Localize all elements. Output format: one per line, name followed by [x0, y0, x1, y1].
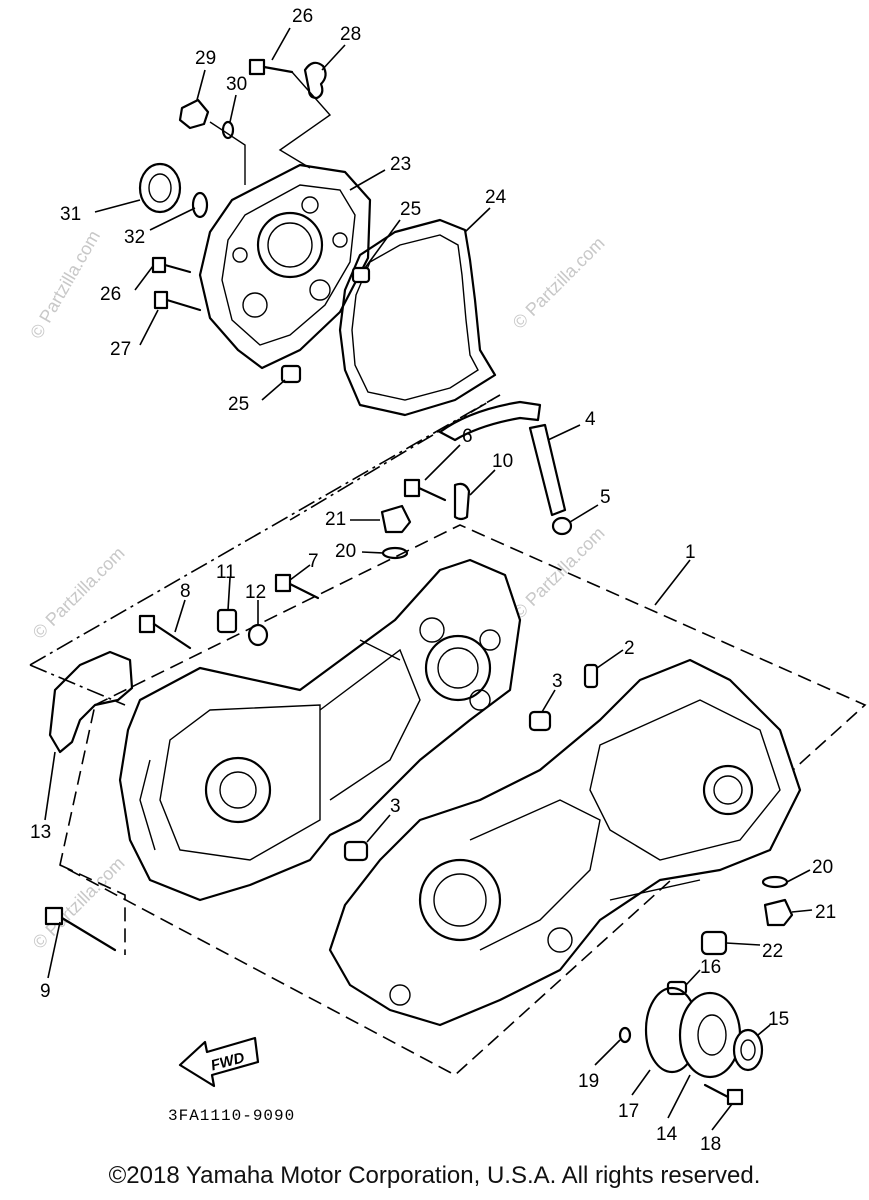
callout-19: 19	[578, 1071, 599, 1092]
callout-26: 26	[292, 6, 313, 27]
callout-14: 14	[656, 1124, 678, 1145]
callout-11: 11	[216, 562, 236, 583]
callout-18: 18	[700, 1134, 721, 1155]
callout-23: 23	[390, 154, 411, 175]
copyright-notice: ©2018 Yamaha Motor Corporation, U.S.A. A…	[108, 1162, 761, 1189]
watermark-text: © Partzilla.com	[509, 233, 609, 333]
assembly-frames	[29, 394, 867, 1076]
watermark-text: © Partzilla.com	[26, 227, 104, 342]
callout-15: 15	[768, 1009, 789, 1030]
callout-29: 29	[195, 48, 216, 69]
callout-2: 2	[624, 638, 635, 659]
callout-24: 24	[485, 187, 507, 208]
crankcase-cover	[198, 163, 372, 370]
callout-4: 4	[585, 409, 596, 430]
crankcase-small-parts	[44, 400, 794, 1106]
callout-20: 20	[812, 857, 833, 878]
right-crankcase	[328, 658, 802, 1027]
callout-17: 17	[618, 1101, 639, 1122]
callout-27: 27	[110, 339, 131, 360]
cover-small-parts	[138, 58, 371, 384]
callout-21: 21	[815, 902, 836, 923]
forward-arrow: FWD	[178, 1036, 260, 1088]
callout-21: 21	[325, 509, 346, 530]
callout-13: 13	[30, 822, 51, 843]
callout-22: 22	[762, 941, 783, 962]
callout-20: 20	[335, 541, 356, 562]
callout-9: 9	[40, 981, 51, 1002]
callout-labels: 26 28 29 30 23 24 25 31 32 26 27 25 4 6 …	[30, 6, 836, 1155]
callout-5: 5	[600, 487, 611, 508]
callout-12: 12	[245, 582, 266, 603]
callout-25: 25	[400, 199, 421, 220]
callout-8: 8	[180, 581, 191, 602]
callout-26: 26	[100, 284, 121, 305]
watermark-text: © Partzilla.com	[29, 853, 129, 953]
callout-16: 16	[700, 957, 721, 978]
callout-31: 31	[60, 204, 81, 225]
callout-3: 3	[552, 671, 563, 692]
callout-7: 7	[308, 551, 319, 572]
callout-30: 30	[226, 74, 247, 95]
diagram-code: 3FA1110-9090	[168, 1107, 295, 1125]
callout-3: 3	[390, 796, 401, 817]
cover-gasket	[338, 218, 497, 417]
left-crankcase	[118, 558, 522, 902]
callout-6: 6	[462, 426, 473, 447]
watermark-text: © Partzilla.com	[509, 523, 609, 623]
callout-1: 1	[685, 542, 696, 563]
callout-32: 32	[124, 227, 145, 248]
callout-25: 25	[228, 394, 249, 415]
leader-lines	[44, 27, 813, 1131]
watermark-text: © Partzilla.com	[29, 543, 129, 643]
callout-10: 10	[492, 451, 513, 472]
callout-28: 28	[340, 24, 361, 45]
